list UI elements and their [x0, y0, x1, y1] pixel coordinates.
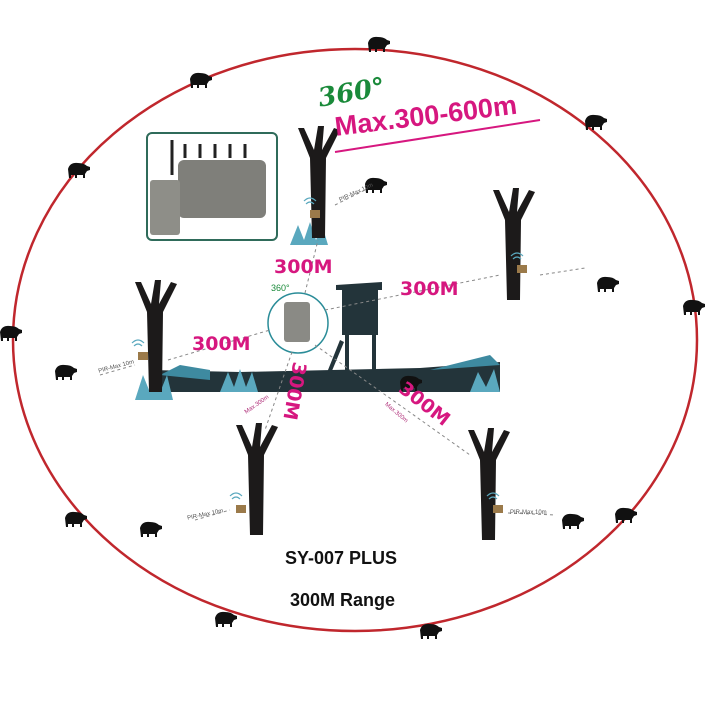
range-caption: 300M Range: [290, 590, 396, 610]
range-ring: [11, 47, 699, 633]
center-angle-label: 360°: [271, 283, 290, 293]
distance-label: 300M: [400, 278, 459, 300]
model-name: SY-007 PLUS: [285, 548, 398, 568]
camera-icon: [229, 492, 247, 514]
camera-set-photo: [146, 132, 278, 241]
tree: [493, 188, 535, 300]
distance-label: 300M: [192, 333, 251, 355]
tree: [468, 428, 510, 540]
pir-label: PIR-Max 10m: [510, 510, 547, 516]
tree: [298, 126, 340, 238]
tree: [236, 423, 278, 535]
center-range-circle: [267, 292, 329, 354]
camera-icon: [131, 339, 149, 361]
distance-label: 300M: [274, 256, 333, 278]
hunting-tower-icon: [320, 282, 382, 390]
gateway-camera-icon: [284, 302, 310, 342]
